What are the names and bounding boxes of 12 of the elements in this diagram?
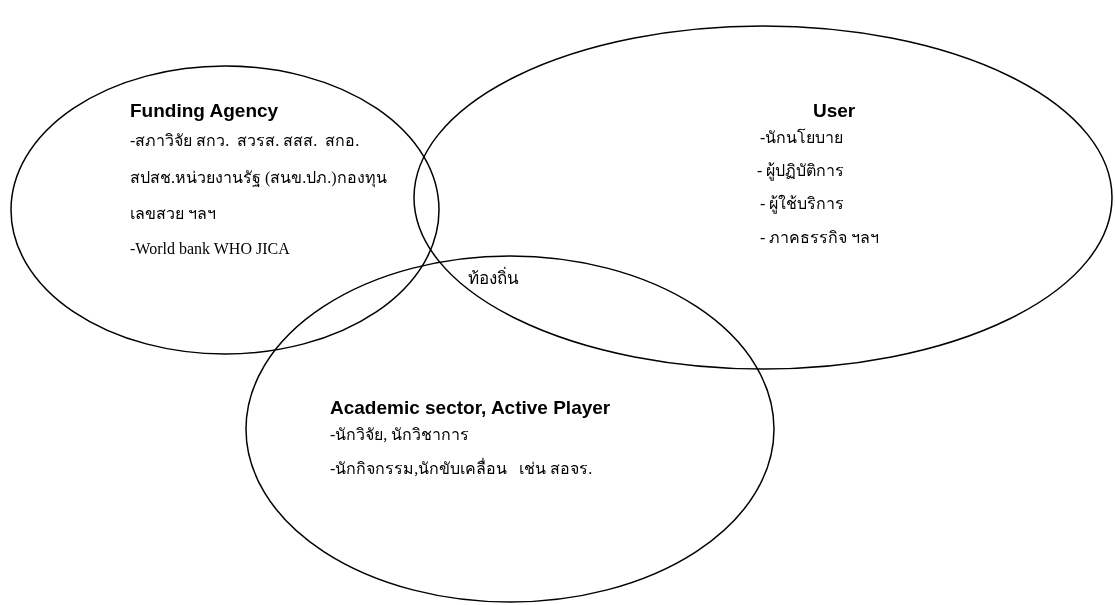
- member-list-item: - ภาคธรรกิจ ฯลฯ: [760, 230, 880, 246]
- set-heading: Funding Agency: [130, 101, 279, 120]
- member-list-item: -นักวิจัย, นักวิชาการ: [330, 427, 470, 443]
- member-list-item: -นักนโยบาย: [760, 130, 844, 146]
- member-list-item: - ผู้ปฏิบัติการ: [757, 163, 845, 179]
- member-list-item: - ผู้ใช้บริการ: [760, 196, 845, 212]
- member-list-item: เลขสวย ฯลฯ: [130, 206, 216, 222]
- set-heading: User: [813, 101, 856, 120]
- set-heading: Academic sector, Active Player: [330, 398, 611, 417]
- member-list-item: -สภาวิจัย สกว. สวรส. สสส. สกอ.: [130, 133, 360, 149]
- member-list-item: สปสช.หน่วยงานรัฐ (สนข.ปภ.)กองทุน: [130, 170, 387, 186]
- member-list-item: -World bank WHO JICA: [130, 241, 290, 257]
